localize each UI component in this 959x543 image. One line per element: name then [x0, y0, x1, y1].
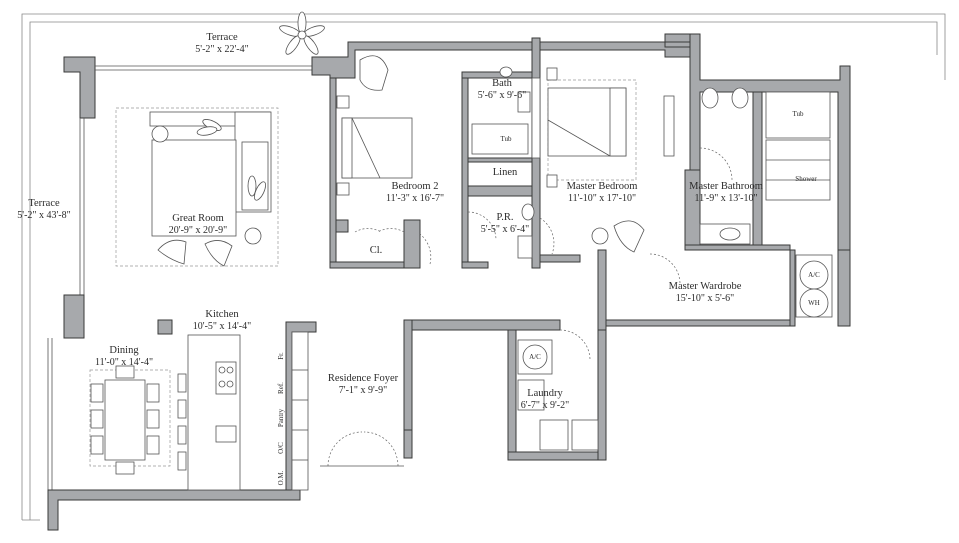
- master-bathroom-name: Master Bathroom: [689, 181, 763, 192]
- great-room-dim: 20'-9" x 20'-9": [168, 225, 228, 237]
- plant-icon: [279, 11, 325, 55]
- closet-label: Cl.: [370, 245, 383, 257]
- terrace-outline: [21, 13, 946, 521]
- bath-dim: 5'-6" x 9'-6": [477, 90, 527, 102]
- bedroom2-dim: 11'-3" x 16'-7": [385, 193, 445, 205]
- terrace-left-name: Terrace: [28, 198, 60, 209]
- foyer-doors: [320, 431, 404, 467]
- kitchen-fixtures: [177, 331, 309, 491]
- kitchen-label: Kitchen 10'-5" x 14'-4": [193, 309, 251, 333]
- terrace-left-label: Terrace 5'-2" x 43'-8": [17, 198, 70, 222]
- bedroom2-name: Bedroom 2: [391, 181, 439, 192]
- pr-label: P.R. 5'-5" x 6'-4": [481, 212, 529, 236]
- wh-label: WH: [808, 299, 820, 307]
- master-bathroom-dim: 11'-9" x 13'-10": [694, 193, 758, 205]
- master-bathroom-label: Master Bathroom 11'-9" x 13'-10": [689, 181, 763, 205]
- master-wardrobe-name: Master Wardrobe: [668, 281, 742, 292]
- dining-label: Dining 11'-0" x 14'-4": [95, 345, 153, 369]
- dining-furniture: [89, 365, 171, 475]
- laundry-fixtures: [517, 329, 599, 451]
- master-bedroom-dim: 11'-10" x 17'-10": [567, 193, 637, 205]
- tub1-label: Tub: [500, 135, 512, 143]
- bath-fixtures: [467, 66, 555, 259]
- great-room-furniture: [115, 107, 279, 267]
- exterior-walls: [47, 33, 851, 531]
- linen-name: Linen: [492, 167, 518, 178]
- kitchen-dim: 10'-5" x 14'-4": [192, 321, 252, 333]
- terrace-top-label: Terrace 5'-2" x 22'-4": [195, 32, 248, 56]
- residence-foyer-name: Residence Foyer: [327, 373, 399, 384]
- ac2-label: A/C: [529, 353, 541, 361]
- dining-dim: 11'-0" x 14'-4": [94, 357, 154, 369]
- om-label: O.M.: [277, 470, 285, 486]
- pr-dim: 5'-5" x 6'-4": [480, 224, 530, 236]
- laundry-label: Laundry 6'-7" x 9'-2": [521, 388, 569, 412]
- residence-foyer-dim: 7'-1" x 9'-9": [338, 385, 388, 397]
- laundry-name: Laundry: [527, 388, 563, 399]
- master-bedroom-label: Master Bedroom 11'-10" x 17'-10": [567, 181, 638, 205]
- ref-label: Ref.: [277, 382, 285, 394]
- terrace-top-dim: 5'-2" x 22'-4": [195, 44, 249, 56]
- great-room-label: Great Room 20'-9" x 20'-9": [169, 213, 227, 237]
- closet-name: Cl.: [369, 245, 383, 256]
- master-wardrobe-label: Master Wardrobe 15'-10" x 5'-6": [669, 281, 742, 305]
- bath-label: Bath 5'-6" x 9'-6": [478, 78, 526, 102]
- fr-label: Fr.: [277, 352, 285, 360]
- dining-name: Dining: [109, 345, 139, 356]
- pantry-label: Pantry: [277, 408, 285, 428]
- bedroom2-label: Bedroom 2 11'-3" x 16'-7": [386, 181, 444, 205]
- terrace-top-name: Terrace: [206, 32, 238, 43]
- tub2-label: Tub: [792, 110, 804, 118]
- master-bathroom-fixtures: [649, 87, 831, 285]
- linen-label: Linen: [493, 167, 518, 179]
- terrace-left-dim: 5'-2" x 43'-8": [17, 210, 71, 222]
- master-bedroom-furniture: [546, 67, 675, 253]
- mechanical-closet: [795, 254, 833, 318]
- ac1-label: A/C: [808, 271, 820, 279]
- shower-label: Shower: [795, 175, 817, 183]
- master-wardrobe-dim: 15'-10" x 5'-6": [675, 293, 735, 305]
- bedroom2-furniture: [336, 55, 432, 265]
- residence-foyer-label: Residence Foyer 7'-1" x 9'-9": [328, 373, 398, 397]
- master-bedroom-name: Master Bedroom: [566, 181, 638, 192]
- pr-name: P.R.: [496, 212, 514, 223]
- laundry-dim: 6'-7" x 9'-2": [520, 400, 570, 412]
- great-room-name: Great Room: [172, 213, 224, 224]
- oc-label: O/C: [277, 442, 285, 454]
- kitchen-name: Kitchen: [205, 309, 239, 320]
- bath-name: Bath: [492, 78, 512, 89]
